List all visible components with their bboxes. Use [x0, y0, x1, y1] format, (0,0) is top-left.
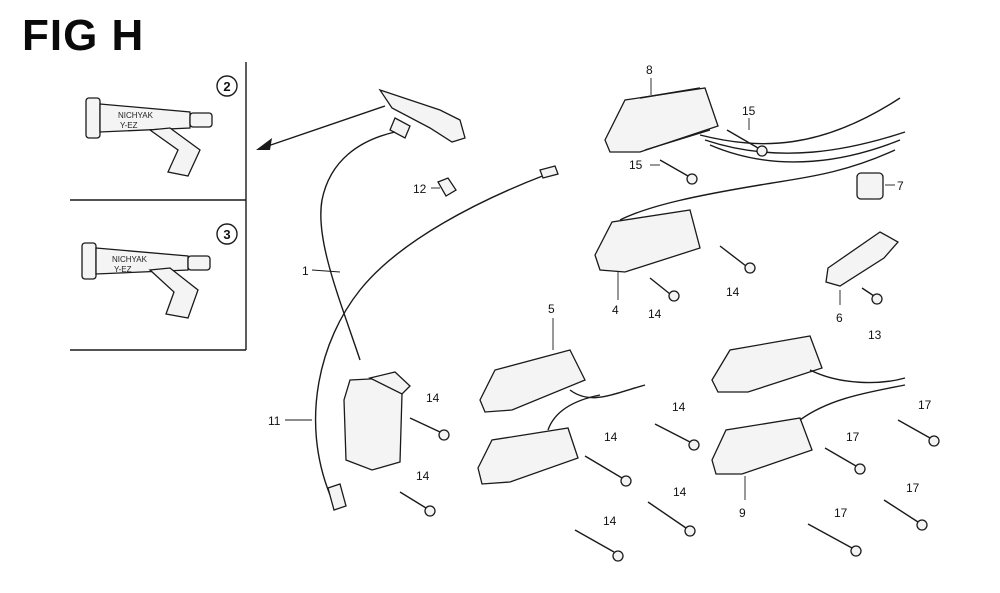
label-14-d: 14: [604, 430, 618, 444]
callout-2: 2: [223, 79, 230, 94]
label-14-top: 14: [726, 285, 740, 299]
bolt-14-mid: [649, 277, 680, 302]
figure-title: FIG H: [22, 11, 145, 60]
callout-circle-2: [216, 75, 238, 97]
label-17-b: 17: [846, 430, 860, 444]
ground-terminal: [327, 483, 347, 511]
label-17-d: 17: [834, 506, 848, 520]
bolt-14-coil-a: [409, 417, 450, 441]
cap-text-3b: Y-EZ: [114, 265, 132, 274]
bolt-14-coil-b: [399, 491, 436, 517]
bolt-14-f: [574, 529, 624, 562]
cap-end: [85, 97, 101, 139]
label-14-mid: 14: [648, 307, 662, 321]
bolt-17-d: [807, 523, 862, 557]
cap-end: [81, 242, 97, 280]
label-12: 12: [413, 182, 427, 196]
coil-body: [343, 377, 403, 471]
bolt-15a: [726, 129, 768, 157]
spark-plug-cap-variant-2: 2 NICHYAK Y-EZ: [85, 75, 238, 177]
lighting-coil-9: [711, 335, 906, 475]
bracket-6: [825, 231, 900, 287]
cap-text-2a: NICHYAK: [118, 111, 154, 120]
label-14-f: 14: [603, 514, 617, 528]
label-13: 13: [868, 328, 882, 342]
charge-coil-4: [594, 149, 896, 273]
lighting-coil-5: [477, 349, 646, 485]
bolt-17-b: [824, 447, 866, 475]
cap-body: [95, 247, 189, 275]
bolt-14-d: [584, 455, 632, 487]
label-1: 1: [302, 264, 309, 278]
label-6: 6: [836, 311, 843, 325]
label-8: 8: [646, 63, 653, 77]
ground-wire: [314, 174, 546, 496]
cap-text-3a: NICHYAK: [112, 255, 148, 264]
bolt-14-e: [647, 501, 696, 537]
cap-body: [99, 103, 191, 133]
part-labels: 1 11 12 8 15 15 7 4 14 14 6 13 5 14 14 1…: [268, 63, 932, 528]
plug-cap: [378, 88, 466, 143]
high-tension-cable: [320, 131, 396, 361]
label-15b: 15: [629, 158, 643, 172]
bolt-13: [861, 287, 883, 305]
leader-lines: [285, 78, 895, 500]
cap-text-2b: Y-EZ: [120, 121, 138, 130]
cap-tip: [187, 255, 211, 271]
inset-frame: [70, 62, 247, 351]
label-11: 11: [268, 414, 281, 428]
callout-circle-3: [216, 223, 238, 245]
bolt-15b: [659, 159, 698, 185]
clip-12: [437, 177, 457, 197]
clamp-7: [856, 172, 884, 200]
bolt-14-top: [719, 245, 756, 274]
label-15a: 15: [742, 104, 756, 118]
cap-tip: [189, 112, 213, 128]
reference-arrow: [256, 105, 386, 150]
label-7: 7: [897, 179, 904, 193]
label-14-coil-b: 14: [416, 469, 430, 483]
cap-boot: [148, 267, 199, 319]
label-14-coil-a: 14: [426, 391, 440, 405]
label-9: 9: [739, 506, 746, 520]
label-5: 5: [548, 302, 555, 316]
label-17-c: 17: [906, 481, 920, 495]
label-17-a: 17: [918, 398, 932, 412]
label-4: 4: [612, 303, 619, 317]
bolt-17-a: [897, 419, 940, 447]
label-14-e: 14: [673, 485, 687, 499]
exciter-coil-8: [604, 87, 906, 163]
cap-boot: [148, 127, 201, 177]
bolt-14-c: [654, 423, 700, 451]
ignition-coil-assembly: [314, 88, 559, 511]
bolt-17-c: [883, 499, 928, 531]
spark-plug-cap-variant-3: 3 NICHYAK Y-EZ: [81, 223, 238, 319]
callout-3: 3: [223, 227, 230, 242]
label-14-c: 14: [672, 400, 686, 414]
